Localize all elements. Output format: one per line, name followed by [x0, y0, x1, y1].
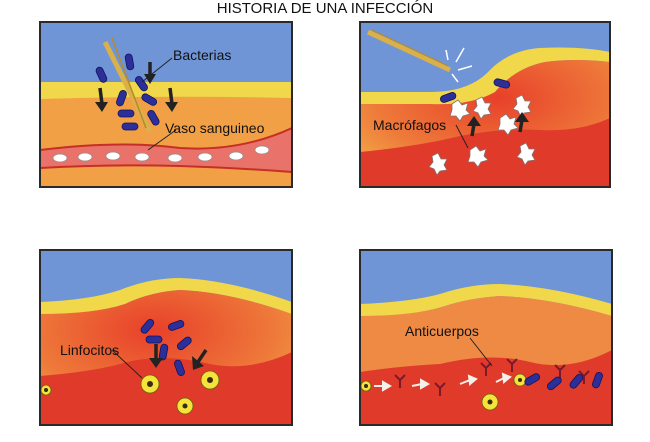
lymphocyte-nuclei — [44, 377, 213, 409]
antibody-leader — [469, 337, 493, 367]
sky-layer — [40, 22, 292, 82]
bacteria — [140, 318, 192, 376]
vessel-leader — [147, 129, 177, 151]
pain-spark — [445, 47, 473, 83]
panel-antibodies — [360, 250, 612, 425]
label-macrofagos: Macrófagos — [373, 117, 446, 133]
skin-layer — [360, 284, 612, 316]
panel-bacteria — [40, 22, 292, 187]
bacteria — [440, 78, 511, 103]
panel-frame — [359, 249, 613, 426]
macrophage-leader — [455, 124, 469, 149]
panel-lymphocytes — [40, 250, 292, 425]
splinter — [366, 29, 452, 73]
blood-vessel — [40, 352, 292, 425]
diagram-title: HISTORIA DE UNA INFECCIÓN — [216, 0, 434, 17]
attack-arrows — [149, 344, 208, 370]
splinter — [102, 37, 153, 134]
flow-arrows — [374, 372, 512, 392]
blood-vessel — [360, 350, 612, 425]
panel-macrophages — [360, 22, 610, 187]
panel-frame — [359, 21, 611, 188]
blood-cells — [52, 145, 270, 163]
bacteria — [524, 372, 603, 391]
skin-layer — [360, 47, 610, 105]
panel-frame — [39, 249, 293, 426]
label-vaso-sanguineo: Vaso sanguineo — [165, 120, 265, 136]
label-anticuerpos: Anticuerpos — [405, 323, 479, 339]
skin-layer — [40, 278, 292, 314]
lymphocyte-leader — [111, 349, 143, 379]
migration-arrows — [467, 112, 529, 137]
bacteria-leader — [141, 57, 173, 83]
blood-vessel — [40, 128, 292, 172]
entry-arrows — [95, 62, 178, 112]
label-bacterias: Bacterias — [173, 47, 231, 63]
label-linfocitos: Linfocitos — [60, 342, 119, 358]
bacteria — [95, 53, 160, 131]
panel-frame — [39, 21, 293, 188]
skin-layer — [40, 82, 292, 99]
antibodies — [394, 358, 590, 396]
macrophages — [428, 94, 536, 176]
